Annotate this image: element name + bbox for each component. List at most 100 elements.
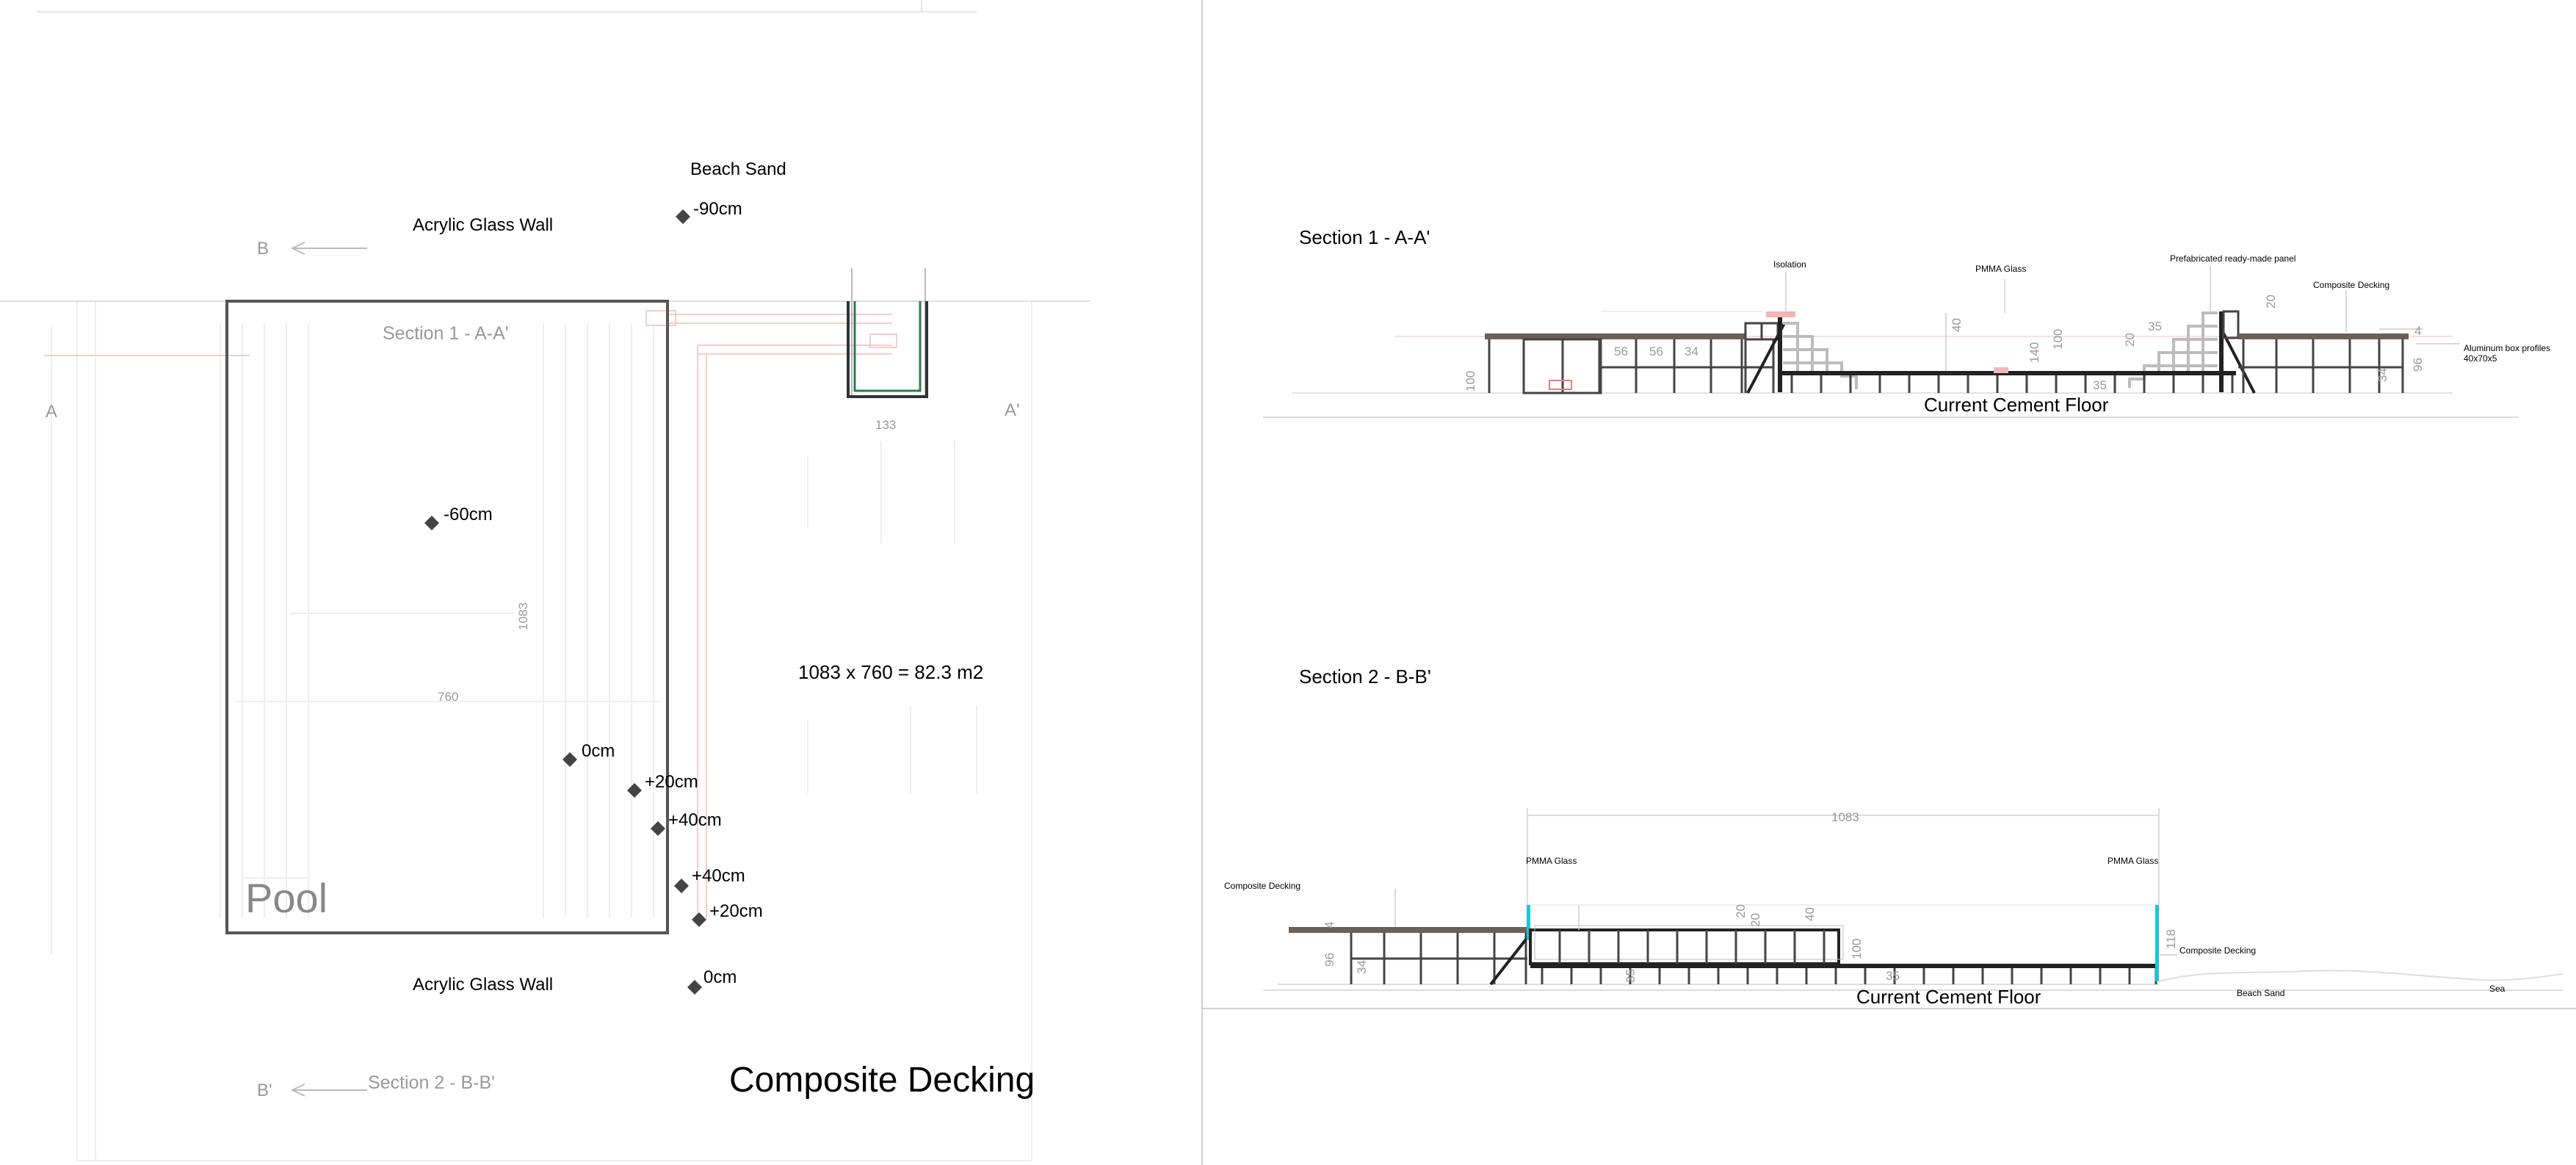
- section2-dimensions: 4 96 34 20 20 40 100 35 35 118: [1323, 904, 2178, 983]
- pool-label: Pool: [245, 875, 328, 921]
- plan-marker-b-prime: B': [257, 1081, 272, 1100]
- level-symbol-icon: [692, 912, 706, 927]
- level-symbol-icon: [687, 980, 702, 995]
- section2-floor-label: Current Cement Floor: [1856, 986, 2041, 1008]
- svg-text:100: 100: [1464, 371, 1477, 392]
- section2-sea-label: Sea: [2489, 984, 2506, 994]
- svg-text:20: 20: [1748, 913, 1762, 927]
- plan-dim-length: 1083: [516, 602, 530, 630]
- section2-right-pmma-glass: [2155, 905, 2159, 981]
- svg-text:+40cm: +40cm: [692, 866, 745, 886]
- svg-text:20: 20: [2264, 295, 2278, 309]
- svg-text:100: 100: [1850, 939, 1864, 959]
- section1-left-deck: [1485, 333, 1748, 394]
- level-marker: 0cm: [687, 967, 737, 995]
- svg-text:40: 40: [1803, 907, 1817, 921]
- level-marker: +20cm: [627, 772, 698, 798]
- svg-text:140: 140: [2027, 342, 2041, 363]
- section1-profiles-label: Aluminum box profiles: [2464, 343, 2550, 353]
- svg-text:35: 35: [1624, 969, 1638, 983]
- svg-text:+40cm: +40cm: [668, 810, 722, 830]
- sheet-frame: [37, 0, 2576, 1165]
- svg-text:34: 34: [2376, 368, 2389, 382]
- plan-acrylic-wall-top-label: Acrylic Glass Wall: [413, 215, 553, 235]
- section2-pool-floor: [1530, 964, 2159, 984]
- level-symbol-icon: [651, 821, 665, 836]
- section2-decking-left-label: Composite Decking: [1224, 881, 1300, 891]
- section1-right-pmma-wall: [2219, 310, 2256, 394]
- section2-decking-right-label: Composite Decking: [2179, 945, 2256, 956]
- section1-isolation-label: Isolation: [1773, 259, 1806, 270]
- svg-text:20: 20: [2123, 333, 2137, 347]
- plan-marker-a: A: [46, 402, 57, 422]
- plan-beach-sand-label: Beach Sand: [690, 159, 786, 179]
- section2-title: Section 2 - B-B': [1299, 666, 1431, 688]
- section1-profiles-size: 40x70x5: [2464, 353, 2497, 364]
- section1-left-pmma-wall: [1746, 311, 1795, 394]
- svg-text:35: 35: [2148, 320, 2162, 333]
- section1-floor-label: Current Cement Floor: [1924, 394, 2109, 416]
- section2-seating-row: [1529, 925, 1844, 965]
- level-symbol-icon: [674, 879, 689, 893]
- svg-text:96: 96: [1323, 953, 1336, 967]
- section1-seating-left: [1783, 322, 1858, 389]
- svg-text:34: 34: [1685, 345, 1698, 358]
- level-marker: +40cm: [674, 866, 745, 893]
- section1-pmma-label: PMMA Glass: [1975, 264, 2026, 274]
- svg-text:4: 4: [1323, 922, 1336, 928]
- plan-marker-a-prime: A': [1005, 400, 1020, 420]
- svg-text:-90cm: -90cm: [693, 199, 742, 219]
- plan-composite-decking-label: Composite Decking: [729, 1061, 1035, 1100]
- svg-text:+20cm: +20cm: [709, 901, 763, 921]
- svg-text:20: 20: [1734, 904, 1748, 918]
- plan-pipework: [44, 310, 897, 918]
- section2-leaders: [1394, 889, 2177, 956]
- plan-dim-width: 760: [438, 690, 458, 704]
- level-markers: -90cm -60cm 0cm +20cm +40cm +40cm: [424, 199, 763, 995]
- section2-left-deck: [1289, 927, 1533, 986]
- svg-text:56: 56: [1614, 345, 1628, 358]
- svg-text:56: 56: [1649, 345, 1663, 358]
- section-1-view: Section 1 - A-A': [1263, 226, 2550, 418]
- svg-text:4: 4: [2414, 324, 2421, 338]
- svg-text:0cm: 0cm: [582, 741, 615, 761]
- plan-section2-tag: Section 2 - B-B': [368, 1072, 495, 1093]
- level-marker: -60cm: [424, 505, 493, 530]
- section2-dim-length: 1083: [1831, 810, 1859, 824]
- svg-text:35: 35: [2093, 378, 2107, 392]
- section1-leaders: [1785, 266, 2460, 371]
- section1-prefab-label: Prefabricated ready-made panel: [2170, 253, 2295, 264]
- level-marker: 0cm: [562, 741, 615, 767]
- pool-plan-view: Beach Sand Acrylic Glass Wall Acrylic Gl…: [0, 159, 1090, 1161]
- section2-pmma-left-label: PMMA Glass: [1526, 856, 1577, 866]
- svg-text:96: 96: [2411, 358, 2425, 372]
- pool-outline: [225, 300, 669, 934]
- section1-decking-label: Composite Decking: [2313, 280, 2389, 290]
- plan-section1-tag: Section 1 - A-A': [383, 323, 509, 344]
- section1-left-steps: [1744, 322, 1779, 393]
- level-symbol-icon: [627, 783, 642, 798]
- plan-marker-b: B: [257, 239, 269, 259]
- svg-text:40: 40: [1950, 318, 1964, 332]
- section2-pmma-right-label: PMMA Glass: [2108, 856, 2158, 866]
- section1-ground: [1263, 311, 2519, 418]
- section2-left-pmma-glass: [1527, 905, 1530, 940]
- section1-dimensions: 100 56 56 34 40 140 100 35 20 35 20 4 96…: [1464, 295, 2425, 392]
- svg-text:0cm: 0cm: [703, 967, 737, 987]
- level-marker: +40cm: [651, 810, 722, 836]
- section-2-view: Section 2 - B-B' 1083: [1224, 666, 2564, 1008]
- svg-text:118: 118: [2164, 929, 2178, 949]
- level-symbol-icon: [676, 209, 690, 224]
- plan-acrylic-wall-bottom-label: Acrylic Glass Wall: [413, 975, 553, 995]
- plan-dim-small: 133: [875, 418, 896, 432]
- skimmer-box: [847, 268, 928, 398]
- svg-text:100: 100: [2051, 329, 2065, 350]
- section2-overall-dimension: [1527, 808, 2160, 911]
- section1-right-deck: [2238, 333, 2409, 393]
- plan-background-linework: [0, 300, 1090, 1161]
- level-symbol-icon: [562, 752, 577, 767]
- section2-beach-sand-label: Beach Sand: [2237, 988, 2284, 998]
- level-symbol-icon: [424, 516, 439, 530]
- plan-area-label: 1083 x 760 = 82.3 m2: [798, 661, 983, 683]
- svg-text:35: 35: [1886, 969, 1900, 983]
